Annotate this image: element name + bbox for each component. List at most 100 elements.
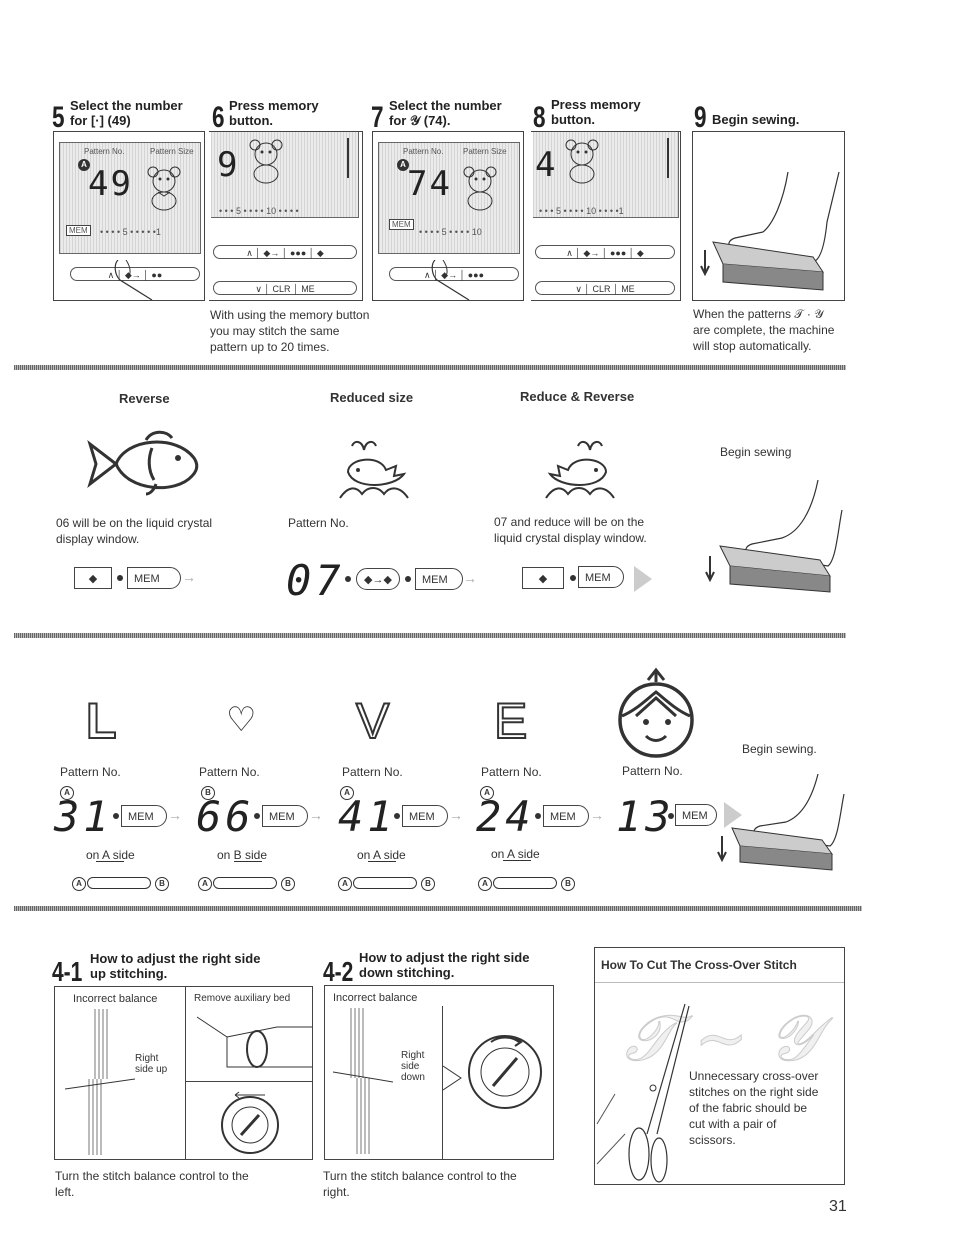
switch-b-label: B: [421, 877, 435, 891]
stitching-sample-illustration: [65, 1009, 135, 1155]
direction-arrow-left-icon: [503, 860, 531, 861]
control-button-row[interactable]: ∧ │ ◆→ │ ●●●: [389, 267, 519, 281]
pressing-finger-icon: [431, 260, 470, 300]
mem-button[interactable]: MEM: [543, 805, 589, 827]
baby-face-pattern-icon: [618, 667, 694, 758]
control-button-row-bottom[interactable]: ∨ │ CLR │ ME: [535, 281, 675, 295]
title-line: How to adjust the right side: [90, 951, 261, 966]
control-button-row-bottom[interactable]: ∨ │ CLR │ ME: [213, 281, 357, 295]
mem-button[interactable]: MEM: [262, 805, 308, 827]
balance-dial-icon: [221, 1091, 279, 1154]
step-8-number: 8: [533, 101, 546, 134]
clr-button[interactable]: CLR: [272, 284, 291, 294]
lcd-pattern-number: 49: [88, 164, 133, 204]
side-badge: A: [60, 786, 74, 800]
note-line: will stop automatically.: [693, 339, 812, 353]
panel-divider: [185, 1081, 312, 1082]
section-4-2-panel: Incorrect balance Right side down: [324, 985, 554, 1160]
lcd-scale: • • • 5 • • • • 10 • • • •1: [539, 206, 624, 216]
reduce-diamond-arrow-icon: ◆→◆: [364, 574, 392, 586]
reverse-heading: Reverse: [119, 391, 170, 406]
panel-divider: [442, 1006, 443, 1159]
pattern-number-digits: 07: [286, 556, 345, 605]
label-line: Right: [135, 1053, 159, 1064]
down-icon: ∨ │: [255, 284, 273, 294]
step-9-panel: [692, 131, 845, 301]
lcd-scale: • • • 5 • • • • 10 • • • •: [219, 206, 299, 216]
step-9-title: Begin sewing.: [712, 112, 800, 127]
reverse-button[interactable]: ◆: [522, 567, 564, 589]
pattern-number-digits: 31: [54, 792, 113, 841]
desc-line: Turn the stitch balance control to the: [55, 1169, 249, 1183]
heart-pattern-icon: ♡: [226, 701, 257, 739]
foot-pedal-illustration: [700, 171, 840, 291]
mem-button[interactable]: ME: [301, 284, 315, 294]
sequence-dot: [535, 813, 541, 819]
desc-line: liquid crystal display window.: [494, 531, 647, 545]
lcd-mem-tag: MEM: [66, 225, 91, 236]
control-button-row[interactable]: ∧ │ ◆→ │ ●●: [70, 267, 200, 281]
sequence-dot: [254, 813, 260, 819]
reduce-reverse-heading: Reduce & Reverse: [520, 389, 635, 404]
next-arrow-icon: →: [449, 807, 463, 823]
pattern-number-digits: 66: [196, 792, 255, 841]
next-arrow-icon: →: [590, 807, 604, 823]
reverse-button[interactable]: ◆: [74, 567, 112, 589]
whale-pattern-icon: [339, 440, 409, 499]
mem-button[interactable]: MEM: [675, 804, 717, 826]
title-line: How to adjust the right side: [359, 950, 530, 965]
lcd-header-pattern-no: Pattern No.: [84, 147, 125, 156]
gray-arrow-icon: [634, 566, 652, 592]
step-6-note: With using the memory button you may sti…: [210, 307, 369, 355]
lcd-mem-tag: MEM: [389, 219, 414, 230]
balance-slider[interactable]: [213, 877, 277, 889]
reduced-size-heading: Reduced size: [330, 390, 414, 405]
reduce-button[interactable]: ◆→◆: [356, 568, 400, 590]
next-arrow-icon: →: [168, 807, 182, 823]
sequence-dot: [117, 575, 123, 581]
pattern-number-digits: 24: [476, 792, 535, 841]
pattern-no-label: Pattern No.: [342, 765, 403, 779]
balance-slider[interactable]: [493, 877, 557, 889]
section-divider: [14, 633, 846, 638]
mem-button[interactable]: ME: [621, 284, 635, 294]
mem-button[interactable]: MEM: [402, 805, 448, 827]
desc-line: stitches on the right side: [689, 1085, 819, 1099]
pattern-no-label: Pattern No.: [481, 765, 542, 779]
balance-slider[interactable]: [87, 877, 151, 889]
gray-arrow-icon: [724, 802, 742, 828]
reduce-reverse-desc: 07 and reduce will be on the liquid crys…: [494, 514, 647, 546]
control-button-row-top[interactable]: ∧ │ ◆→ │ ●●● │ ◆: [213, 245, 357, 259]
side-label: on A side: [357, 848, 406, 862]
note-line: pattern up to 20 times.: [210, 340, 330, 354]
incorrect-balance-label: Incorrect balance: [333, 992, 418, 1004]
letter-v-pattern: V: [355, 692, 390, 750]
pattern-no-label: Pattern No.: [199, 765, 260, 779]
next-arrow-icon: →: [309, 807, 323, 823]
mem-button[interactable]: MEM: [121, 805, 167, 827]
side-label: on A side: [86, 848, 135, 862]
title-line: up stitching.: [90, 966, 168, 981]
reverse-diamond-icon: ◆: [88, 573, 98, 585]
mem-button[interactable]: MEM: [415, 568, 463, 590]
balance-slider[interactable]: [353, 877, 417, 889]
label-line: down: [401, 1072, 425, 1083]
switch-b-label: B: [155, 877, 169, 891]
pattern-number-digits: 13: [616, 792, 675, 841]
title-divider: [595, 982, 844, 983]
whale-pattern-icon: [545, 440, 615, 499]
step-9-note: When the patterns 𝒯 · 𝒴 are complete, th…: [693, 306, 834, 354]
mem-button[interactable]: MEM: [578, 566, 624, 588]
clr-button[interactable]: CLR: [592, 284, 611, 294]
lcd-header-pattern-size: Pattern Size: [463, 147, 507, 156]
desc-line: scissors.: [689, 1133, 736, 1147]
step-7-panel: Pattern No. Pattern Size A 74 MEM • • • …: [372, 131, 524, 301]
control-button-row-top[interactable]: ∧ │ ◆→ │ ●●● │ ◆: [535, 245, 675, 259]
stitching-sample-illustration: [333, 1008, 393, 1154]
desc-line: display window.: [56, 532, 140, 546]
teddy-bear-icon: [147, 166, 181, 211]
next-arrow-icon: →: [463, 570, 477, 586]
title-line: down stitching.: [359, 965, 455, 980]
switch-a-label: A: [198, 877, 212, 891]
mem-button[interactable]: MEM: [127, 567, 181, 589]
